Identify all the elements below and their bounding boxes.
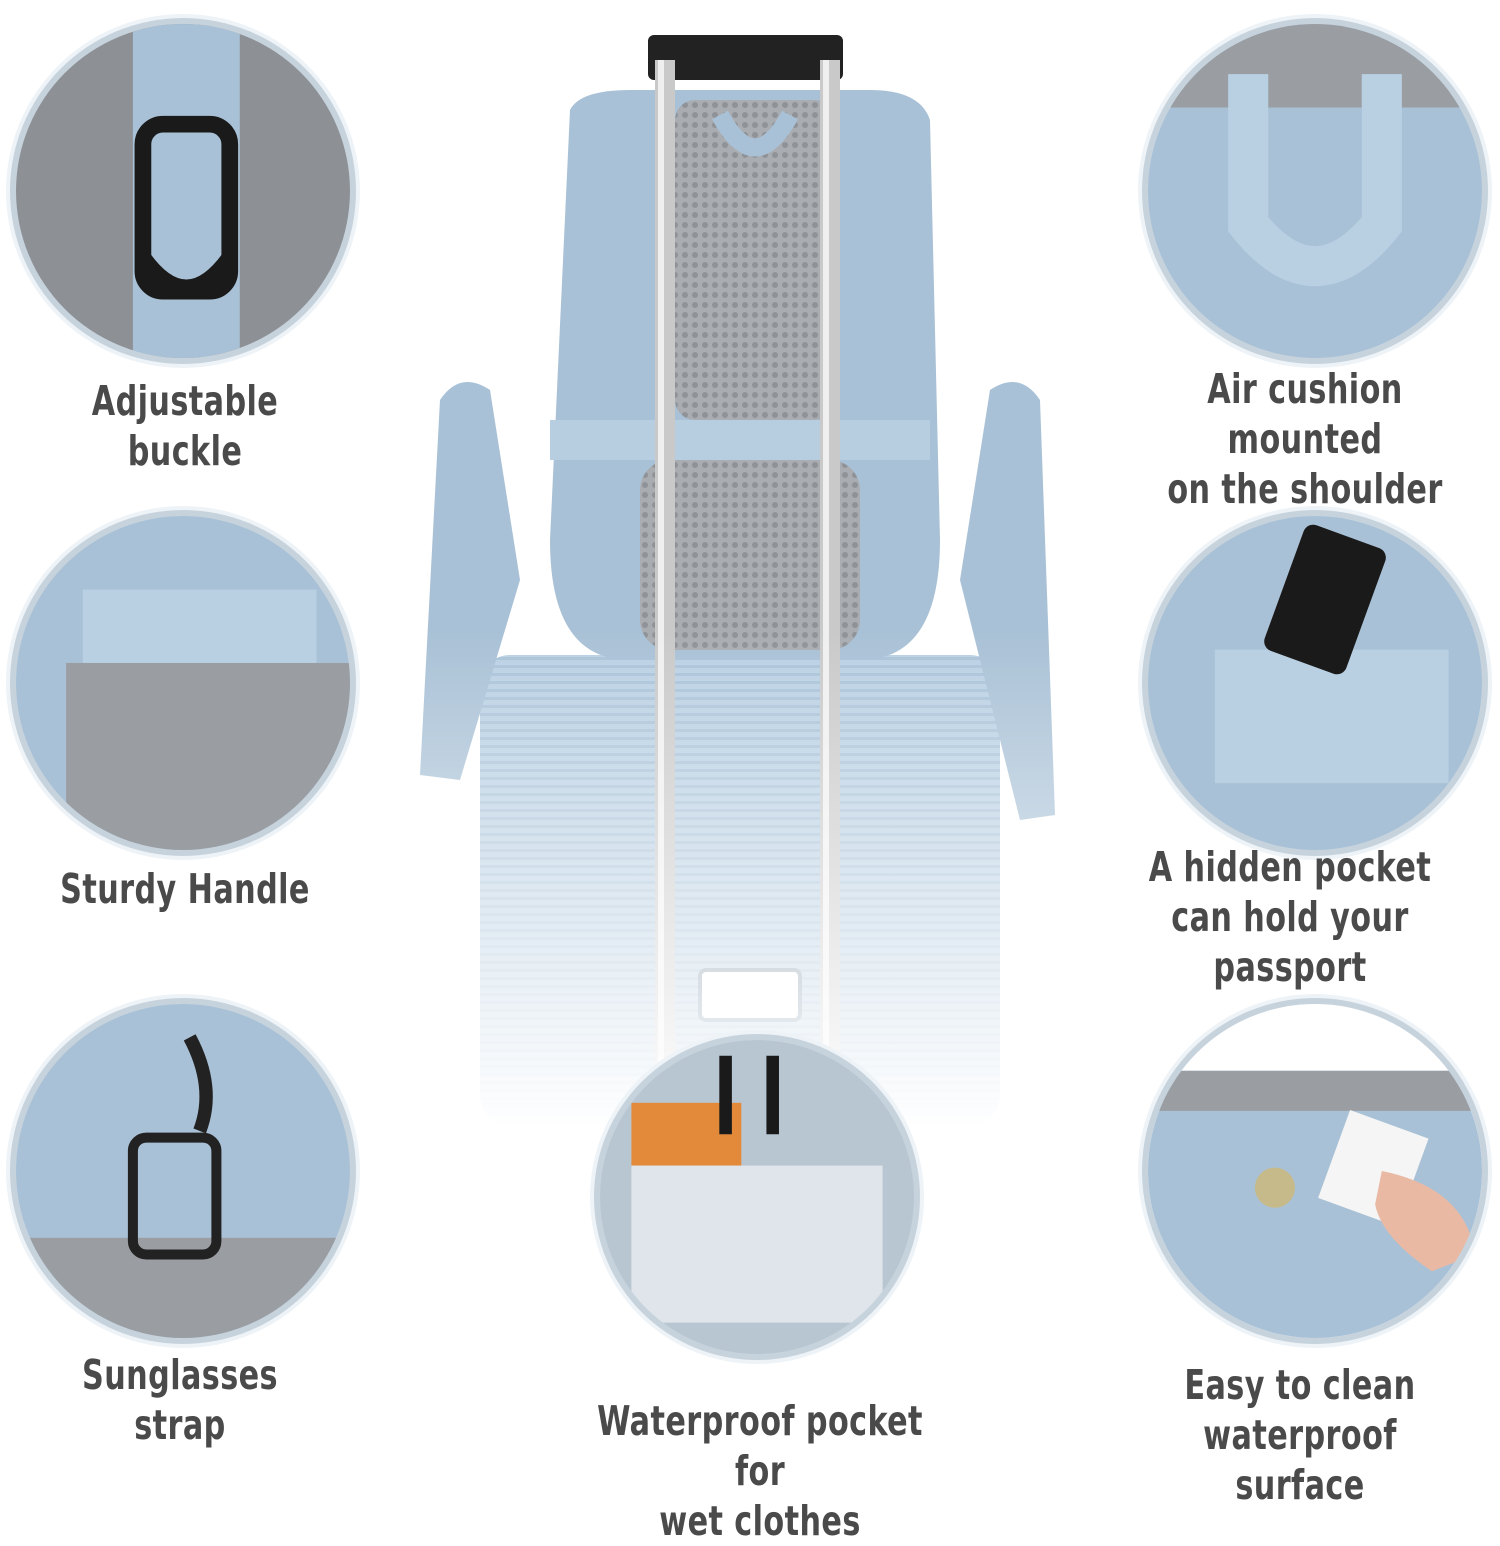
label-adjustable-buckle: Adjustable buckle	[91, 377, 279, 475]
label-sunglasses-strap: Sunglasses strap	[82, 1351, 278, 1449]
label-hidden-pocket: A hidden pocket can hold your passport	[1106, 842, 1475, 992]
air-cushion-closeup-image	[1148, 24, 1482, 358]
label-hidden-pocket-line1: A hidden pocket	[1148, 843, 1432, 891]
label-hidden-pocket-line2: can hold your passport	[1171, 893, 1409, 991]
backpack-on-luggage-image	[400, 20, 1080, 1130]
label-air-cushion-line1: Air cushion mounted	[1207, 365, 1403, 463]
label-easy-clean: Easy to clean waterproof surface	[1144, 1360, 1456, 1510]
sturdy-handle-closeup-image	[16, 516, 350, 850]
label-waterproof-pocket-line1: Waterproof pocket for	[597, 1397, 923, 1495]
adjustable-buckle-closeup-image	[16, 24, 350, 358]
easy-clean-closeup-image	[1148, 1004, 1482, 1338]
label-easy-clean-line2: waterproof surface	[1203, 1411, 1397, 1509]
label-sturdy-handle: Sturdy Handle	[60, 865, 310, 913]
sunglasses-strap-closeup-image	[16, 1004, 350, 1338]
waterproof-pocket-closeup-image	[600, 1040, 914, 1354]
hidden-pocket-closeup-image	[1148, 516, 1482, 850]
label-easy-clean-line1: Easy to clean	[1184, 1361, 1416, 1409]
label-waterproof-pocket-line2: wet clothes	[659, 1497, 861, 1545]
label-waterproof-pocket: Waterproof pocket for wet clothes	[584, 1396, 937, 1546]
